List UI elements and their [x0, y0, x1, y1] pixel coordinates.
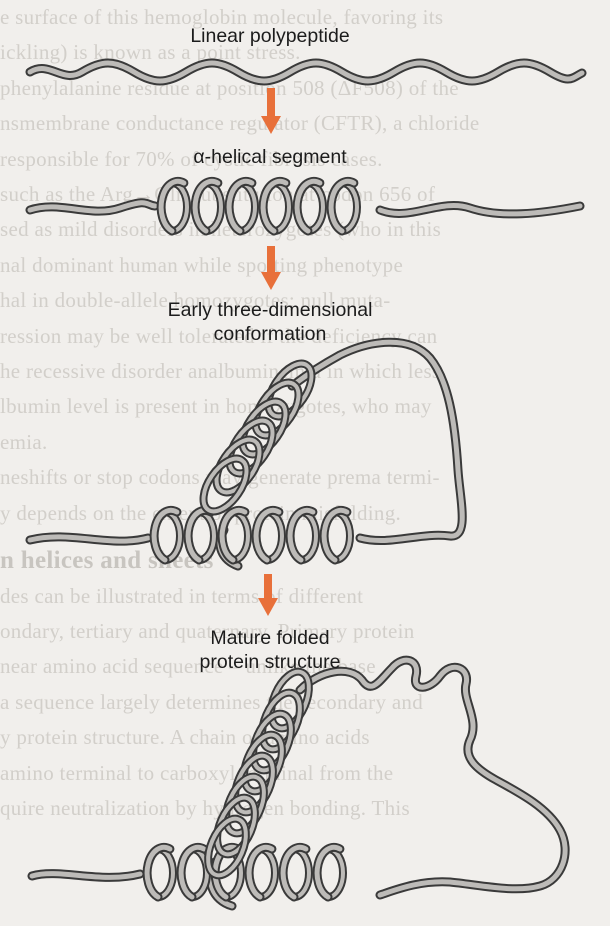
helix-turn — [269, 669, 311, 731]
background-text-line: des can be illustrated in terms of diffe… — [0, 583, 364, 608]
helix-turn — [253, 380, 301, 438]
helix-turn — [266, 361, 314, 419]
helix-turn — [201, 456, 249, 514]
alpha-helix-coils — [199, 359, 316, 516]
background-text-line: emia. — [0, 429, 48, 454]
label-line: Early three-dimensional — [167, 299, 373, 321]
helix-turn — [328, 178, 357, 234]
arrow-down-icon — [261, 246, 281, 290]
helix-turn — [253, 507, 282, 563]
arrow-down-icon — [258, 574, 278, 616]
helix-turn — [260, 690, 302, 752]
helix-turn — [144, 844, 173, 900]
background-text-line: nal dominant human while spotting phenot… — [0, 252, 404, 277]
background-text-line: ondary, tertiary and quaternary. Primary… — [0, 618, 415, 643]
helix-turn — [242, 732, 284, 794]
background-text-line: ression may be well tolerated if the def… — [0, 323, 438, 348]
helix-turn — [212, 844, 241, 900]
helix-turn — [151, 507, 180, 563]
background-text-line: responsible for 70% of cystic fibrosis c… — [0, 146, 383, 171]
helix-turn — [321, 507, 350, 563]
background-text-line: nsmembrane conductance regulator (CFTR),… — [0, 111, 480, 136]
helix-turn — [260, 178, 289, 234]
early-conformation-strand — [25, 337, 467, 571]
helix-turn — [287, 507, 316, 563]
linear-polypeptide-strand — [25, 58, 587, 86]
helix-turn — [178, 844, 207, 900]
alpha-helix-coils — [142, 842, 347, 902]
helix-turn — [192, 178, 221, 234]
alpha-helix-coils — [204, 667, 313, 880]
background-text-line: e surface of this hemoglobin molecule, f… — [0, 5, 444, 29]
alpha-helix-coils — [149, 505, 354, 565]
helix-turn — [251, 711, 293, 773]
background-text-line: hal in double-allele homozygotes; null m… — [0, 288, 391, 313]
helix-turn — [233, 753, 275, 815]
background-text-line: near amino acid sequence – unlike the ba… — [0, 654, 376, 679]
label-line: protein structure — [199, 651, 341, 673]
helix-turn — [227, 418, 275, 476]
helix-turn — [214, 437, 262, 495]
arrow-down-icon — [261, 88, 281, 134]
label-mature-folded-protein: Mature folded protein structure — [120, 626, 420, 674]
label-line: conformation — [213, 323, 327, 345]
mature-protein-strand — [27, 655, 570, 911]
helix-turn — [280, 844, 309, 900]
helix-turn — [215, 795, 257, 857]
helix-turn — [224, 774, 266, 836]
helix-turn — [294, 178, 323, 234]
background-text-line: sed as mild disorders in heterozygotes (… — [0, 217, 442, 242]
helix-turn — [219, 507, 248, 563]
label-line: Mature folded — [210, 627, 330, 649]
helix-turn — [314, 844, 343, 900]
helix-turn — [206, 816, 248, 878]
alpha-helix-coils — [156, 176, 361, 236]
helix-turn — [158, 178, 187, 234]
helix-turn — [246, 844, 275, 900]
label-early-3d-conformation: Early three-dimensional conformation — [100, 298, 440, 346]
helix-turn — [240, 399, 288, 457]
alpha-helical-segment-strand — [25, 176, 585, 236]
helix-turn — [226, 178, 255, 234]
label-linear-polypeptide: Linear polypeptide — [190, 25, 350, 47]
label-alpha-helical-segment: α-helical segment — [193, 146, 347, 168]
background-text-line: quire neutralization by hydrogen bonding… — [0, 795, 411, 820]
background-text-line: lbumin level is present in homozygotes, … — [0, 394, 432, 419]
